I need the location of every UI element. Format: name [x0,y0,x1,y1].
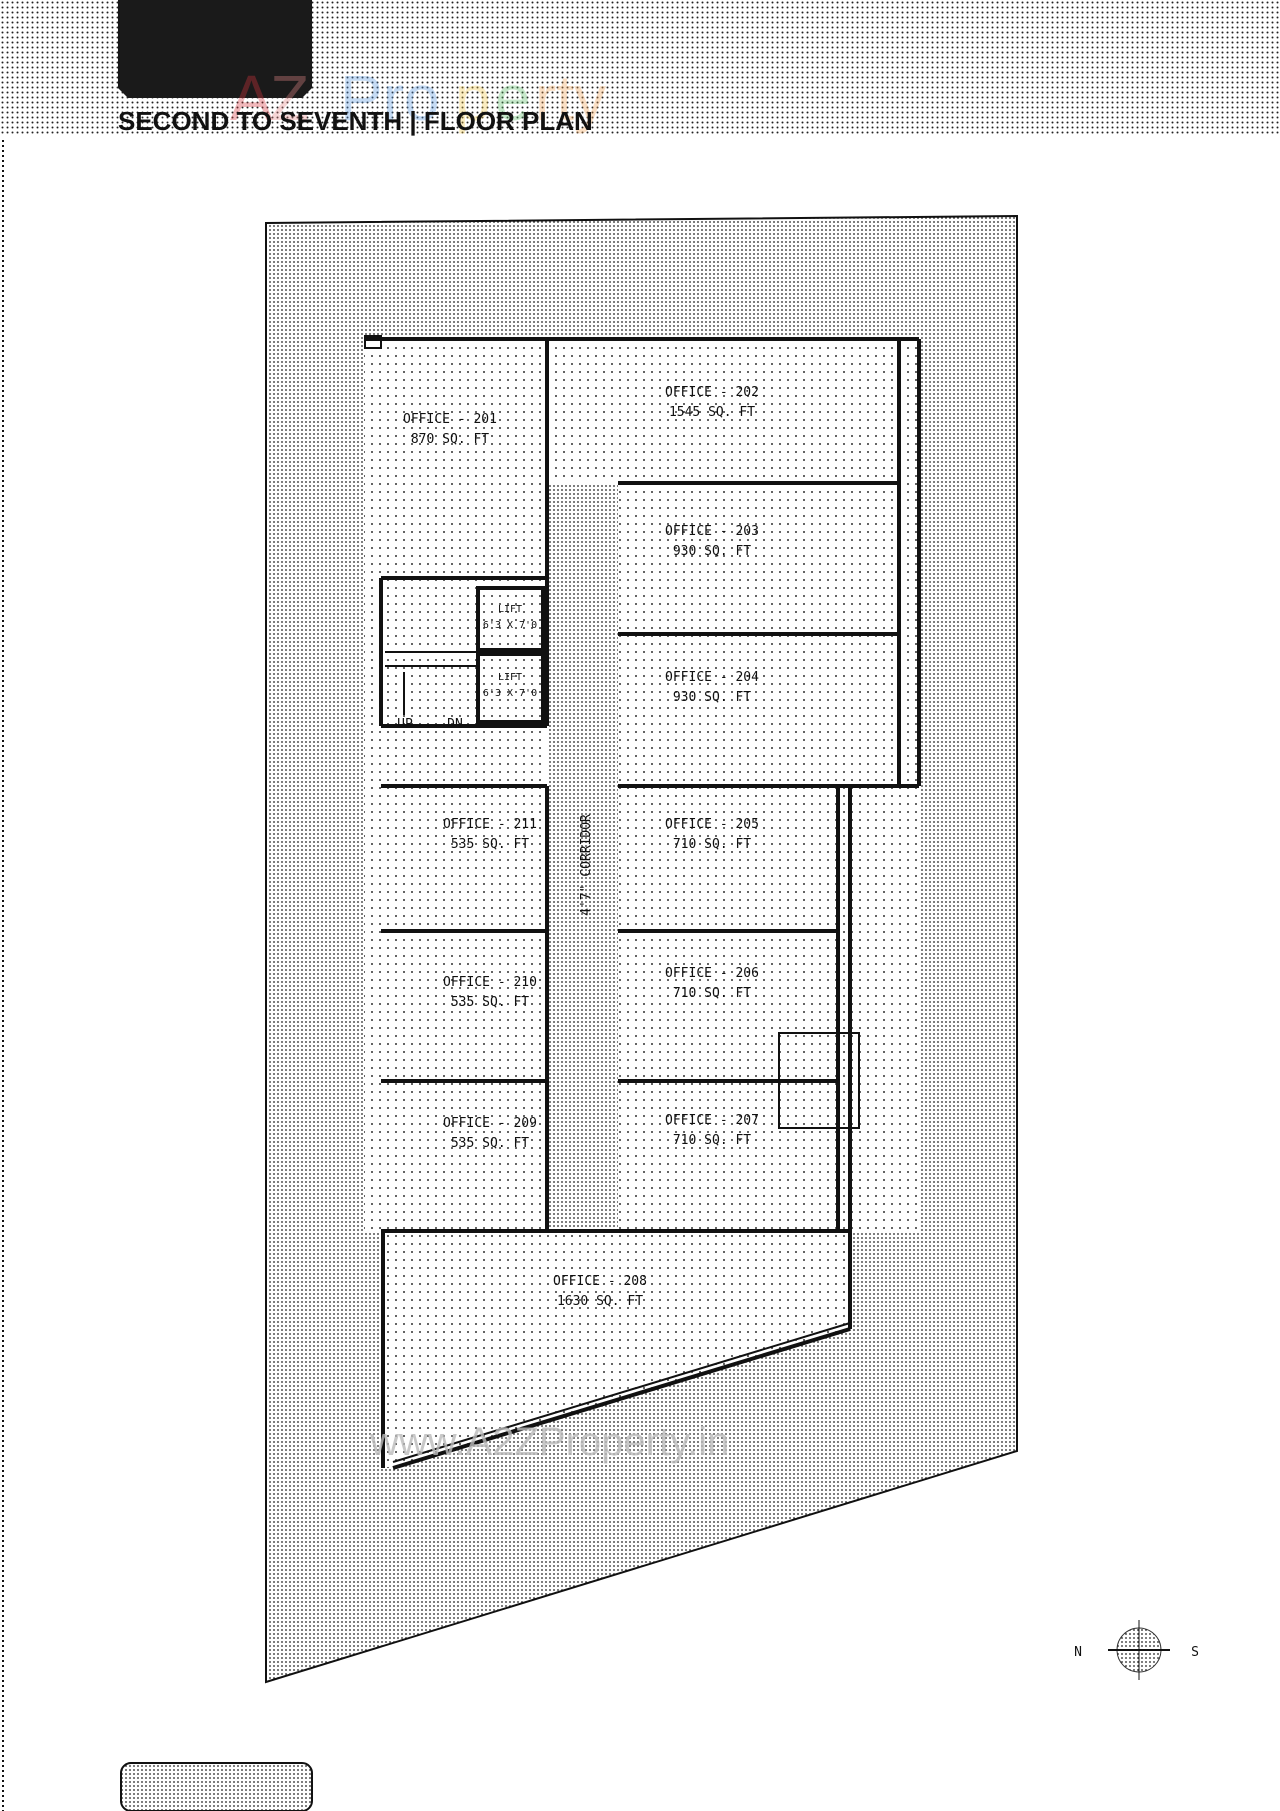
svg-text:1545 SQ. FT: 1545 SQ. FT [669,405,755,420]
svg-text:Pro: Pro [340,62,440,134]
svg-text:930 SQ. FT: 930 SQ. FT [673,690,751,705]
office-209: OFFICE - 209 535 SQ. FT [443,1116,537,1151]
office-211: OFFICE - 211 535 SQ. FT [443,817,537,852]
svg-text:OFFICE - 209: OFFICE - 209 [443,1116,537,1131]
svg-text:OFFICE - 206: OFFICE - 206 [665,966,759,981]
compass-north-label: N [1074,1645,1082,1660]
office-206: OFFICE - 206 710 SQ. FT [665,966,759,1001]
svg-text:535 SQ. FT: 535 SQ. FT [451,837,529,852]
toilet-block [778,1032,860,1129]
svg-text:OFFICE - 202: OFFICE - 202 [665,385,759,400]
compass: N S [1074,1620,1199,1680]
svg-text:OFFICE - 211: OFFICE - 211 [443,817,537,832]
lift-1 [476,586,545,652]
svg-text:OFFICE - 205: OFFICE - 205 [665,817,759,832]
svg-text:A: A [230,62,273,134]
corridor-label: 4'7" CORRIDOR [579,814,594,916]
svg-text:OFFICE - 201: OFFICE - 201 [403,412,497,427]
svg-text:LIFT: LIFT [498,672,522,683]
svg-text:rty: rty [535,62,606,134]
svg-text:930 SQ. FT: 930 SQ. FT [673,544,751,559]
svg-text:6'3 X 7'0: 6'3 X 7'0 [483,620,537,631]
svg-text:LIFT: LIFT [498,604,522,615]
stair-down-label: DN [447,717,463,732]
office-210: OFFICE - 210 535 SQ. FT [443,975,537,1010]
svg-text:OFFICE - 210: OFFICE - 210 [443,975,537,990]
svg-text:1630 SQ. FT: 1630 SQ. FT [557,1294,643,1309]
lift-2 [476,652,545,724]
office-labels: OFFICE - 201 870 SQ. FT OFFICE - 202 1545 … [397,385,759,1309]
header-dark-tab [118,0,312,98]
svg-text:Z: Z [270,62,309,134]
compass-south-label: S [1191,1645,1199,1660]
svg-text:e: e [495,62,531,134]
office-207: OFFICE - 207 710 SQ. FT [665,1113,759,1148]
office-203: OFFICE - 203 930 SQ. FT [665,524,759,559]
brand-logo: A Z Pro p e rty [230,62,606,134]
svg-text:535 SQ. FT: 535 SQ. FT [451,1136,529,1151]
lift-1-label: LIFT 6'3 X 7'0 [483,604,537,631]
svg-text:870 SQ. FT: 870 SQ. FT [411,432,489,447]
office-202: OFFICE - 202 1545 SQ. FT [665,385,759,420]
office-205: OFFICE - 205 710 SQ. FT [665,817,759,852]
svg-text:OFFICE - 204: OFFICE - 204 [665,670,759,685]
lift-2-label: LIFT 6'3 X 7'0 [483,672,537,699]
corridor [547,483,618,1231]
office-204: OFFICE - 204 930 SQ. FT [665,670,759,705]
stair-up-label: UP [397,717,413,732]
office-201: OFFICE - 201 870 SQ. FT [403,412,497,447]
office-208: OFFICE - 208 1630 SQ. FT [553,1274,647,1309]
page-title: SECOND TO SEVENTH | FLOOR PLAN [118,106,593,136]
svg-text:710 SQ. FT: 710 SQ. FT [673,837,751,852]
svg-text:OFFICE - 207: OFFICE - 207 [665,1113,759,1128]
svg-text:6'3 X 7'0: 6'3 X 7'0 [483,688,537,699]
svg-text:710 SQ. FT: 710 SQ. FT [673,1133,751,1148]
svg-text:OFFICE - 208: OFFICE - 208 [553,1274,647,1289]
footer-tab [120,1762,313,1811]
svg-text:710 SQ. FT: 710 SQ. FT [673,986,751,1001]
building [364,335,921,1470]
svg-text:p: p [455,62,491,134]
svg-text:OFFICE - 203: OFFICE - 203 [665,524,759,539]
watermark: www.A2ZProperty.in [369,1420,729,1464]
svg-text:535 SQ. FT: 535 SQ. FT [451,995,529,1010]
